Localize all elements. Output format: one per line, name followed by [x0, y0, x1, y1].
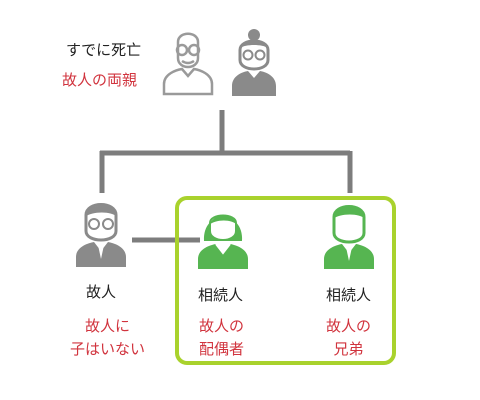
- sibling-note: 故人の 兄弟: [326, 317, 372, 358]
- sibling-heir-label: 相続人: [326, 286, 372, 304]
- woman-icon: [198, 214, 248, 269]
- heirs-frame: [175, 196, 396, 365]
- deceased-label: 故人: [86, 283, 117, 301]
- old-man-icon: [162, 32, 214, 96]
- man-icon: [324, 205, 374, 269]
- man-with-glasses-icon: [76, 203, 126, 267]
- parents-title: 故人の両親: [62, 71, 138, 89]
- parents-status: すでに死亡: [66, 41, 142, 59]
- deceased-note: 故人に 子はいない: [70, 317, 146, 358]
- spouse-note: 故人の 配偶者: [199, 317, 245, 358]
- old-woman-icon: [232, 29, 276, 96]
- spouse-heir-label: 相続人: [198, 286, 244, 304]
